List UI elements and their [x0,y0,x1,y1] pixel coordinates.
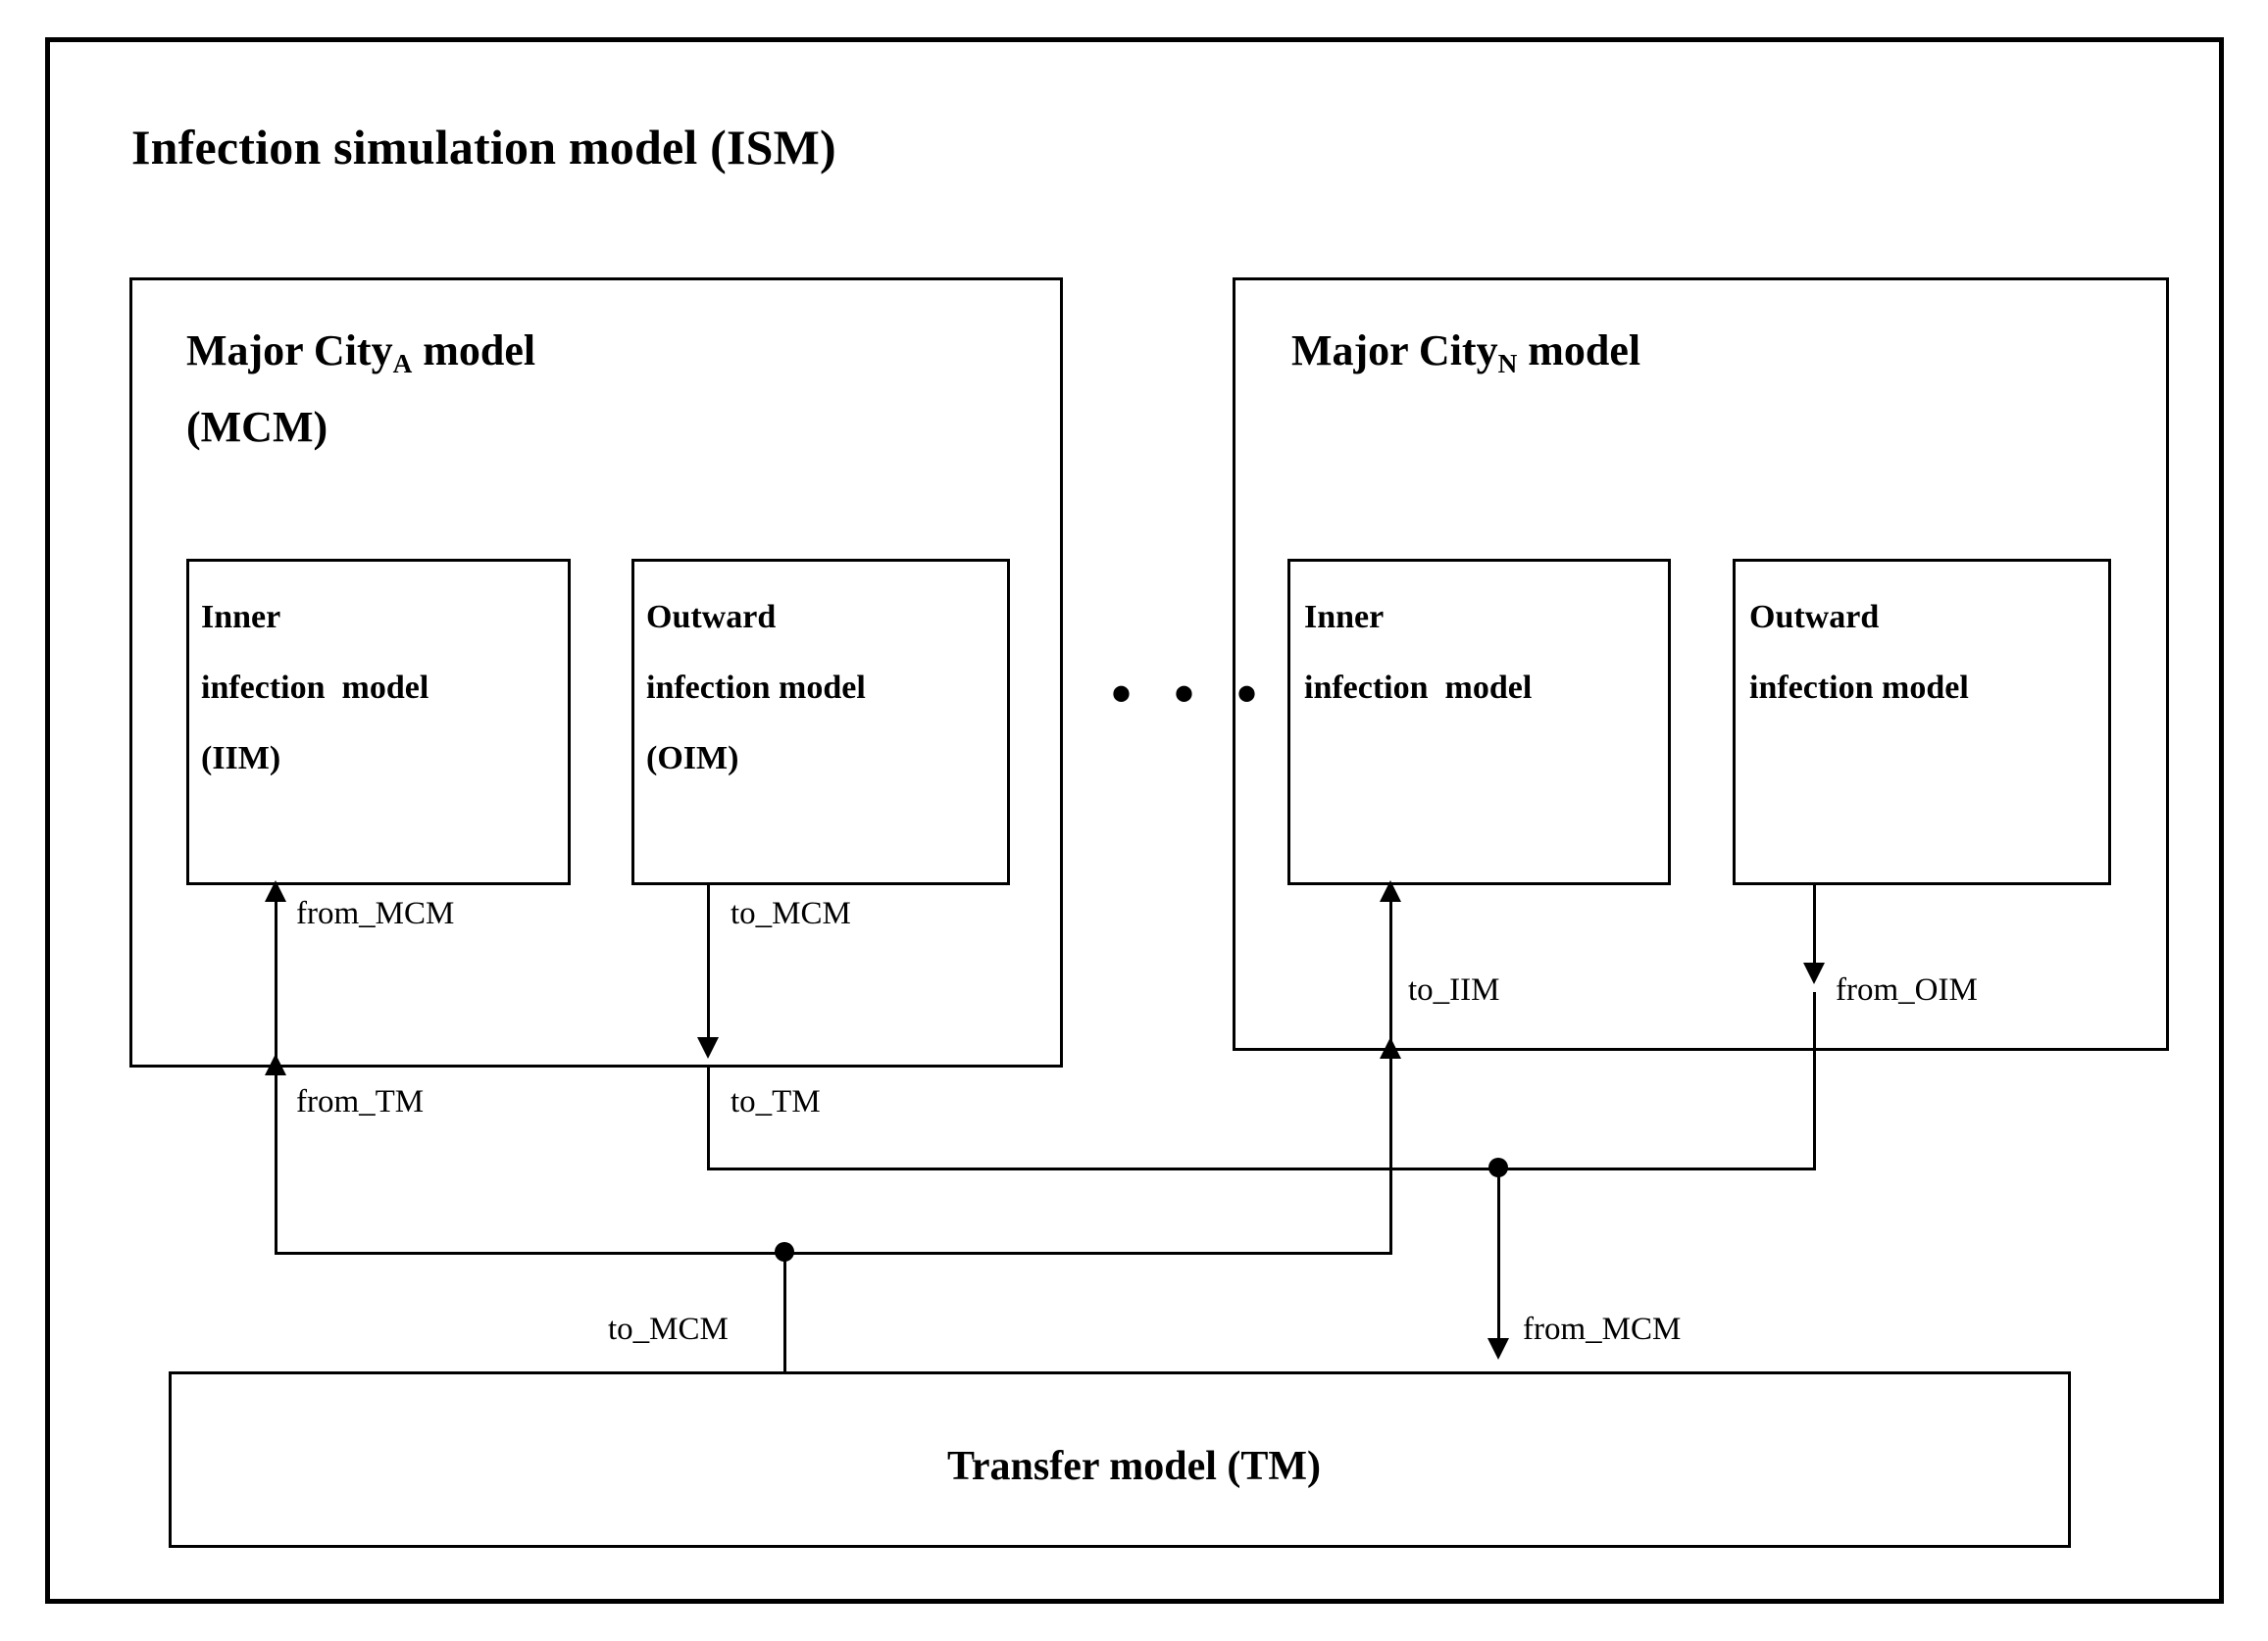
label-from-tm-a: from_TM [296,1084,425,1119]
oim-n-box [1733,559,2111,885]
oim-a-line3: (OIM) [646,740,739,776]
ism-outer-frame [45,37,2224,1604]
major-city-n-title-subscript: N [1497,349,1518,379]
label-from-mcm-tm: from_MCM [1523,1312,1682,1347]
connector-from-oim-n-vertical-lower [1813,992,1816,1170]
iim-a-line3: (IIM) [201,740,281,776]
iim-a-line2: infection model [201,670,429,706]
transfer-model-box [169,1371,2071,1548]
connector-from-oim-n-vertical [1813,885,1816,968]
label-from-oim-n: from_OIM [1836,972,1978,1008]
ellipsis-more-cities: • • • [1111,662,1272,726]
arrowhead-to-iim-n [1380,880,1401,902]
label-to-mcm-tm: to_MCM [608,1312,729,1347]
major-city-n-frame [1233,277,2169,1051]
arrowhead-to-mcm-a [697,1037,719,1059]
major-city-a-frame [129,277,1063,1068]
iim-a-box [186,559,571,885]
label-from-mcm-a: from_MCM [296,896,455,931]
arrowhead-from-tm-a [265,1054,286,1075]
major-city-n-title-suffix: model [1517,326,1641,374]
connector-to-iim-n-vertical [1389,892,1392,1255]
major-city-a-title-suffix: model [412,326,536,374]
major-city-a-title-prefix: Major City [186,326,393,374]
connector-to-mcm-a-vertical [707,885,710,1042]
connector-to-tm-a-horizontal [707,1168,1815,1170]
connector-from-mcm-tm-vertical [1497,1168,1500,1342]
major-city-a-title-line2: (MCM) [186,403,328,451]
arrowhead-from-oim-n [1803,963,1825,984]
iim-a-line1: Inner [201,599,281,635]
arrowhead-to-iim-n-lower [1380,1037,1401,1059]
major-city-a-title-subscript: A [392,349,413,379]
connector-to-tm-a-vertical [707,1068,710,1169]
major-city-n-title-prefix: Major City [1291,326,1498,374]
connector-from-tm-a-horizontal [275,1252,1390,1255]
arrowhead-from-mcm-a [265,880,286,902]
oim-a-line1: Outward [646,599,777,635]
page-title: Infection simulation model (ISM) [131,120,836,174]
major-city-a-title: Major CityA model [186,323,535,381]
oim-n-line1: Outward [1749,599,1880,635]
label-to-iim-n: to_IIM [1408,972,1500,1008]
oim-n-line2: infection model [1749,670,1969,706]
major-city-n-title: Major CityN model [1291,323,1640,381]
oim-a-line2: infection model [646,670,866,706]
connector-to-mcm-tm-vertical [783,1252,786,1373]
transfer-model-title: Transfer model (TM) [946,1444,1322,1489]
iim-n-line2: infection model [1304,670,1533,706]
oim-a-box [631,559,1010,885]
iim-n-line1: Inner [1304,599,1385,635]
label-to-mcm-a: to_MCM [731,896,851,931]
arrowhead-from-mcm-tm [1487,1338,1509,1360]
label-to-tm-a: to_TM [731,1084,821,1119]
iim-n-box [1287,559,1671,885]
